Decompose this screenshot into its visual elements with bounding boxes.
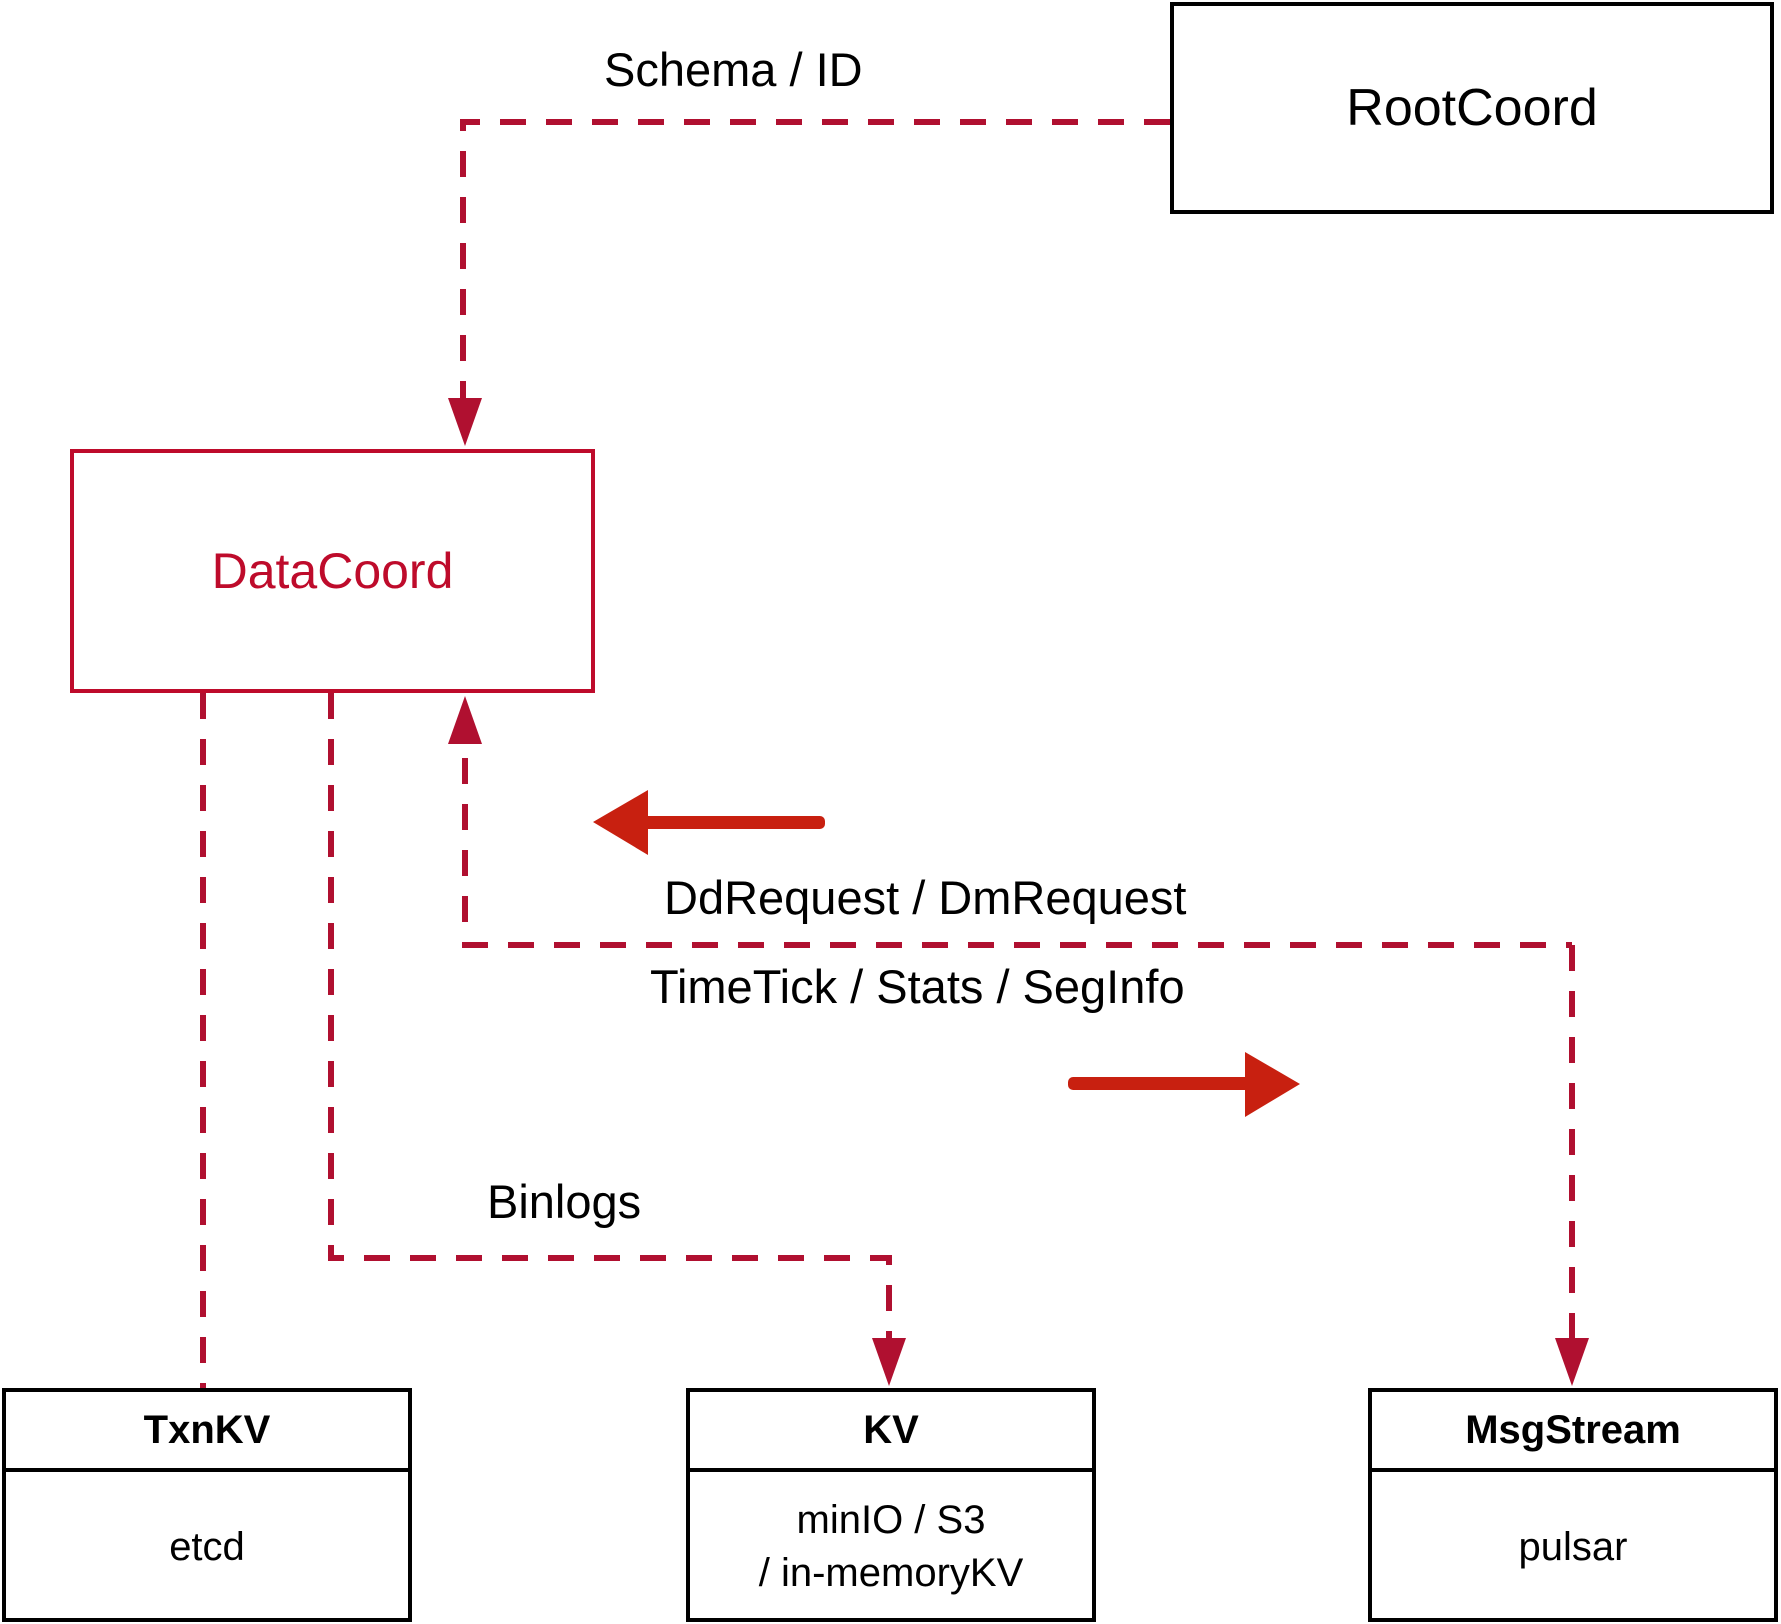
node-rootcoord-label: RootCoord — [1346, 79, 1598, 137]
edge-ddrequest-path — [462, 712, 1572, 948]
node-txnkv-title: TxnKV — [143, 1407, 271, 1452]
node-msgstream[interactable]: MsgStream pulsar — [1368, 1388, 1778, 1622]
node-txnkv[interactable]: TxnKV etcd — [2, 1388, 412, 1622]
node-txnkv-subtitle: etcd — [6, 1472, 408, 1622]
node-datacoord[interactable]: DataCoord — [70, 449, 595, 693]
direction-arrows — [593, 790, 1300, 1117]
node-txnkv-sub-line-1: etcd — [169, 1524, 245, 1569]
node-kv-sub-line-1: minIO / S3 — [796, 1498, 986, 1543]
node-kv-divider — [690, 1468, 1092, 1472]
edge-label-schema-id: Schema / ID — [604, 43, 863, 96]
arrow-right-icon — [1068, 1052, 1300, 1117]
arrowhead-into-datacoord-bottom — [448, 696, 482, 744]
arrowhead-into-datacoord-top — [448, 398, 482, 446]
edge-label-binlogs: Binlogs — [487, 1175, 642, 1228]
edge-binlogs-path — [328, 693, 892, 1370]
node-msgstream-divider — [1372, 1468, 1774, 1472]
node-rootcoord[interactable]: RootCoord — [1170, 2, 1774, 214]
node-kv[interactable]: KV minIO / S3 / in-memoryKV — [686, 1388, 1096, 1622]
dashed-arrowheads — [448, 398, 1589, 1386]
edge-schema-id-path — [460, 119, 1170, 430]
node-kv-subtitle: minIO / S3 / in-memoryKV — [690, 1472, 1092, 1622]
node-msgstream-subtitle: pulsar — [1372, 1472, 1774, 1622]
node-msgstream-sub-line-1: pulsar — [1518, 1524, 1628, 1569]
arrowhead-into-kv — [872, 1338, 906, 1386]
edge-label-ddrequest-dmrequest: DdRequest / DmRequest — [664, 871, 1187, 924]
node-txnkv-divider — [6, 1468, 408, 1472]
node-kv-title: KV — [863, 1407, 919, 1452]
node-kv-sub-line-2: / in-memoryKV — [758, 1551, 1024, 1595]
node-msgstream-title: MsgStream — [1465, 1407, 1681, 1452]
arrowhead-into-msgstream — [1555, 1338, 1589, 1386]
node-datacoord-label: DataCoord — [211, 543, 454, 599]
arrow-left-icon — [593, 790, 825, 855]
edge-label-timetick-stats-seginfo: TimeTick / Stats / SegInfo — [650, 960, 1185, 1013]
